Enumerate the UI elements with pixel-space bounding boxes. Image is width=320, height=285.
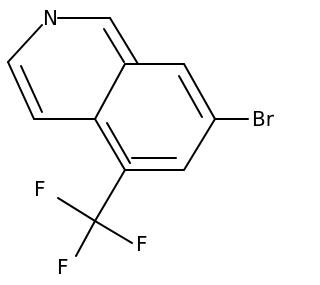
- fluorine-bottom-atom-label: F: [57, 255, 69, 279]
- bond-c8-c7-inner: [178, 75, 203, 118]
- bond-c3-c4: [7, 61, 35, 120]
- bond-c7-c6: [183, 118, 216, 171]
- fluorine-right-atom-label: F: [136, 232, 148, 256]
- structure-canvas: N Br F F F: [7, 6, 274, 279]
- bond-c4a-c5-inner: [106, 122, 131, 164]
- bromine-atom-label: Br: [252, 107, 274, 131]
- bond-c8-c7: [183, 63, 216, 120]
- fluorine-top-atom-label: F: [34, 177, 46, 201]
- bond-drawing: [7, 17, 249, 257]
- bond-c4a-c8a: [94, 63, 126, 120]
- nitrogen-atom-label: N: [43, 6, 58, 30]
- bond-c5-c4a: [94, 118, 126, 171]
- bond-c5-cf3: [94, 169, 126, 222]
- bond-cf3-f-right: [94, 220, 133, 244]
- bond-c3-c4-inner: [20, 65, 43, 113]
- bond-cf3-f-bottom: [75, 220, 96, 257]
- bond-n-c3: [7, 24, 43, 63]
- bond-cf3-f-top: [57, 197, 96, 222]
- bond-c1-c8a-inner: [103, 28, 125, 63]
- bond-c1-c8a: [109, 17, 139, 65]
